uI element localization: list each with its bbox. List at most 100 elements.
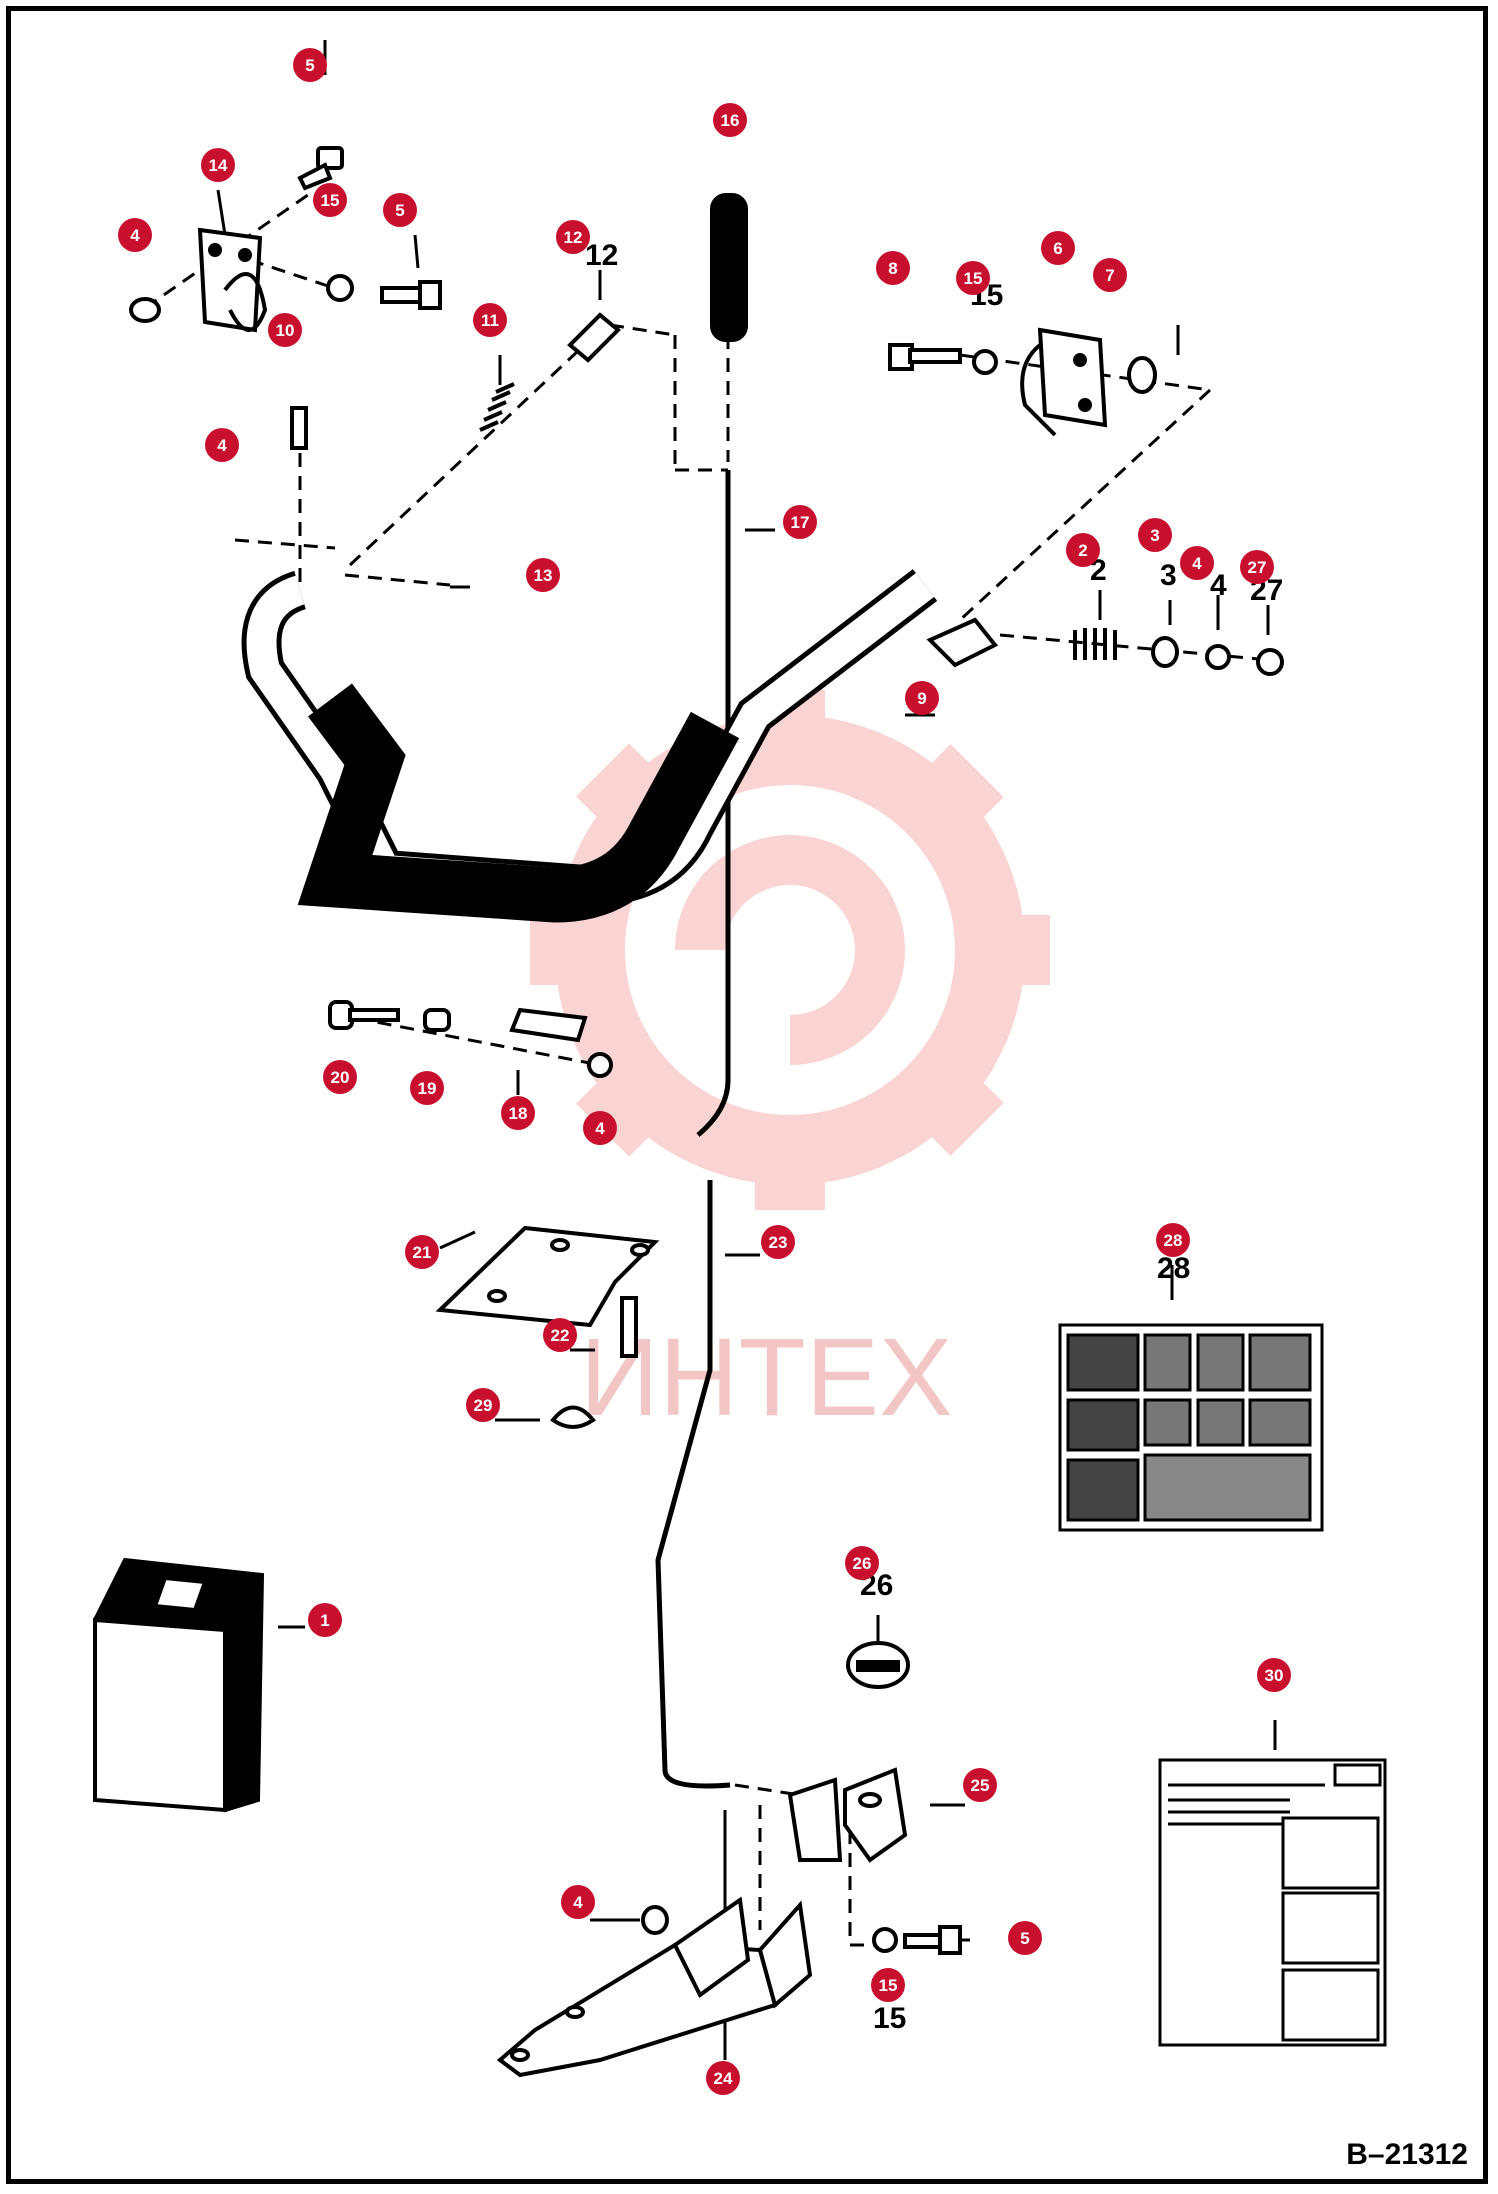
callout-label: 14: [209, 156, 228, 175]
callout-4: 4: [205, 428, 239, 462]
callout-circle: [1093, 258, 1127, 292]
bolt-part-8: [888, 343, 962, 371]
rod-part-23: [655, 1180, 731, 1789]
callout-4: 4: [583, 1111, 617, 1145]
callout-label: 26: [853, 1554, 872, 1573]
hardware-set-right: [1073, 628, 1284, 676]
callout-9: 9: [905, 681, 939, 715]
callout-circle: [1240, 550, 1274, 584]
callout-label: 15: [879, 1976, 898, 1995]
callout-1: 1: [308, 1603, 342, 1637]
callout-5: 5: [1008, 1921, 1042, 1955]
box-part-1: [92, 1557, 265, 1813]
callout-15: 15: [871, 1968, 905, 2002]
callout-circle: [1257, 1658, 1291, 1692]
callout-label: 16: [721, 111, 740, 130]
callout-circle: [713, 103, 747, 137]
callout-20: 20: [323, 1060, 357, 1094]
callout-circle: [205, 428, 239, 462]
part-number: 12: [585, 239, 618, 272]
callout-circle: [543, 1318, 577, 1352]
callout-label: 1: [320, 1611, 329, 1630]
callout-label: 8: [888, 259, 897, 278]
callout-6: 6: [1041, 231, 1075, 265]
callout-22: 22: [543, 1318, 577, 1352]
callout-13: 13: [526, 558, 560, 592]
callout-10: 10: [268, 313, 302, 347]
callout-circle: [876, 251, 910, 285]
callout-7: 7: [1093, 258, 1127, 292]
hardware-set-middle: [328, 1000, 613, 1078]
callout-circle: [561, 1885, 595, 1919]
callout-28: 28: [1156, 1223, 1190, 1257]
callout-label: 10: [276, 321, 295, 340]
callout-circle: [293, 48, 327, 82]
callout-label: 11: [481, 311, 499, 330]
callout-17: 17: [783, 505, 817, 539]
callout-24: 24: [706, 2061, 740, 2095]
pedal-part-24: [496, 1896, 813, 2078]
bolt-part-5c: [872, 1925, 962, 1955]
callout-label: 18: [509, 1104, 528, 1123]
callout-label: 21: [413, 1243, 432, 1262]
part-number: 28: [1157, 1252, 1190, 1285]
bolt-part-5b: [380, 280, 442, 310]
callout-label: 3: [1150, 526, 1159, 545]
part-number: 3: [1160, 559, 1177, 592]
callout-label: 28: [1164, 1231, 1183, 1250]
callout-label: 4: [573, 1893, 583, 1912]
callout-label: 6: [1053, 239, 1062, 258]
callout-label: 24: [714, 2069, 733, 2088]
callout-label: 4: [595, 1119, 605, 1138]
callout-11: 11: [473, 303, 507, 337]
part-number: 15: [873, 2002, 906, 2035]
callout-label: 5: [305, 56, 314, 75]
plate-part-21: [435, 1225, 660, 1328]
callout-label: 25: [971, 1776, 990, 1795]
assembly-lines: [144, 188, 1271, 1947]
drawing-id: B–21312: [1346, 2138, 1468, 2171]
callout-circle: [783, 505, 817, 539]
callout-8: 8: [876, 251, 910, 285]
callout-label: 22: [551, 1326, 570, 1345]
callout-19: 19: [410, 1071, 444, 1105]
rod-part-17: [696, 470, 731, 1137]
callout-circle: [313, 183, 347, 217]
callout-26: 26: [845, 1546, 879, 1580]
callout-markers: 1234444455567891011121314151515161718192…: [118, 48, 1291, 2095]
callout-circle: [845, 1546, 879, 1580]
callout-circle: [706, 2061, 740, 2095]
callout-label: 19: [418, 1079, 437, 1098]
instructions-card-part-30: [1158, 1758, 1387, 2047]
callout-circle: [323, 1060, 357, 1094]
callout-circle: [583, 1111, 617, 1145]
nut-part-4b: [641, 1905, 669, 1935]
callout-circle: [761, 1225, 795, 1259]
callout-circle: [268, 313, 302, 347]
callout-15: 15: [956, 261, 990, 295]
leader-lines: [216, 40, 1277, 2060]
bracket-part-14: [197, 227, 268, 333]
callout-circle: [1138, 518, 1172, 552]
grommet-part-26: [846, 1641, 910, 1689]
callout-25: 25: [963, 1768, 997, 1802]
lever-part-9: [241, 569, 999, 923]
callout-label: 4: [1192, 554, 1202, 573]
callout-4: 4: [118, 218, 152, 252]
callout-circle: [871, 1968, 905, 2002]
washer-part-7: [1127, 356, 1157, 394]
callout-18: 18: [501, 1096, 535, 1130]
callout-circle: [201, 148, 235, 182]
watermark-gear-icon: [530, 690, 1050, 1210]
callout-label: 13: [534, 566, 553, 585]
callout-label: 2: [1078, 541, 1087, 560]
callout-circle: [526, 558, 560, 592]
callout-2: 2: [1066, 533, 1100, 567]
grommet-part-29: [550, 1405, 596, 1429]
callout-label: 29: [474, 1396, 493, 1415]
callout-circle: [1066, 533, 1100, 567]
callout-label: 4: [217, 436, 227, 455]
callout-circle: [1180, 546, 1214, 580]
callout-label: 30: [1265, 1666, 1284, 1685]
callout-label: 4: [130, 226, 140, 245]
